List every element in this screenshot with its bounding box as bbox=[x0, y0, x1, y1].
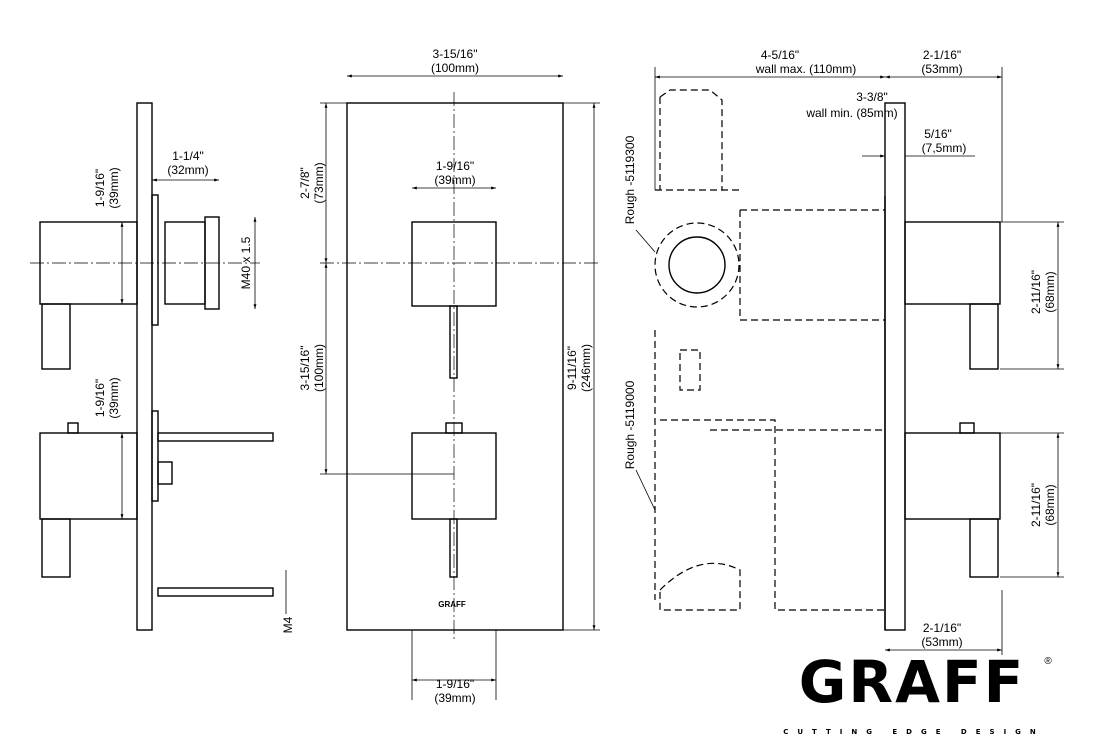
dim-cartridge: 1-1/4" bbox=[172, 149, 204, 163]
dim-plate-height-mm: (246mm) bbox=[579, 344, 593, 392]
dim-handle-spacing-mm: (100mm) bbox=[312, 344, 326, 392]
side-view: 1-9/16" (39mm) 1-1/4" (32mm) M40 x 1.5 1… bbox=[30, 102, 295, 633]
svg-text:®: ® bbox=[1044, 656, 1052, 667]
dim-plate-height: 9-11/16" bbox=[565, 346, 579, 390]
dim-projection-top: 2-1/16" bbox=[923, 48, 961, 62]
dim-plate-thickness-mm: (7,5mm) bbox=[922, 141, 967, 155]
dim-projection-bottom: 2-1/16" bbox=[923, 621, 961, 635]
dim-bottom-handle-mm: (39mm) bbox=[434, 691, 475, 705]
dim-handle-width-mm: (39mm) bbox=[434, 173, 475, 187]
plate-logo: GRAFF bbox=[438, 600, 466, 609]
dim-thread: M40 x 1.5 bbox=[239, 236, 253, 289]
dim-handle-height-top: 2-11/16" bbox=[1029, 270, 1043, 314]
dim-wall-min-mm: wall min. (85mm) bbox=[805, 106, 897, 120]
rough-label-bottom: Rough -5119000 bbox=[623, 380, 637, 469]
dim-projection-bottom-mm: (53mm) bbox=[921, 635, 962, 649]
dim-plate-width-mm: (100mm) bbox=[431, 61, 479, 75]
section-view: 4-5/16" wall max. (110mm) 2-1/16" (53mm)… bbox=[623, 48, 1064, 655]
dim-handle-spacing: 3-15/16" bbox=[298, 346, 312, 391]
svg-text:GRAFF: GRAFF bbox=[799, 648, 1025, 716]
dim-handle-width: 1-9/16" bbox=[436, 159, 474, 173]
dim-wall-max: 4-5/16" bbox=[761, 48, 799, 62]
dim-top-offset: 2-7/8" bbox=[298, 167, 312, 199]
dim-cartridge-mm: (32mm) bbox=[167, 163, 208, 177]
dim-bottom-handle: 1-9/16" bbox=[436, 677, 474, 691]
front-view: 3-15/16" (100mm) 1-9/16" (39mm) 2-7/8" (… bbox=[298, 47, 600, 705]
dim-projection-top-mm: (53mm) bbox=[921, 62, 962, 76]
dim-handle-bottom: 1-9/16" bbox=[93, 379, 107, 417]
dim-plate-width: 3-15/16" bbox=[433, 47, 478, 61]
dim-handle-top: 1-9/16" bbox=[93, 169, 107, 207]
dim-handle-top-mm: (39mm) bbox=[107, 167, 121, 208]
dim-wall-max-mm: wall max. (110mm) bbox=[755, 62, 856, 76]
dim-handle-bottom-mm: (39mm) bbox=[107, 377, 121, 418]
dim-screw: M4 bbox=[281, 616, 295, 633]
svg-text:CUTTING EDGE DESIGN: CUTTING EDGE DESIGN bbox=[783, 728, 1045, 736]
dim-top-offset-mm: (73mm) bbox=[312, 162, 326, 203]
dim-wall-min: 3-3/8" bbox=[856, 90, 888, 104]
dim-handle-height-bottom: 2-11/16" bbox=[1029, 483, 1043, 527]
dim-handle-height-bottom-mm: (68mm) bbox=[1043, 484, 1057, 525]
dim-plate-thickness: 5/16" bbox=[924, 127, 952, 141]
rough-label-top: Rough -5119300 bbox=[623, 135, 637, 224]
dim-handle-height-top-mm: (68mm) bbox=[1043, 271, 1057, 312]
graff-logo: GRAFF ® CUTTING EDGE DESIGN bbox=[783, 648, 1052, 736]
